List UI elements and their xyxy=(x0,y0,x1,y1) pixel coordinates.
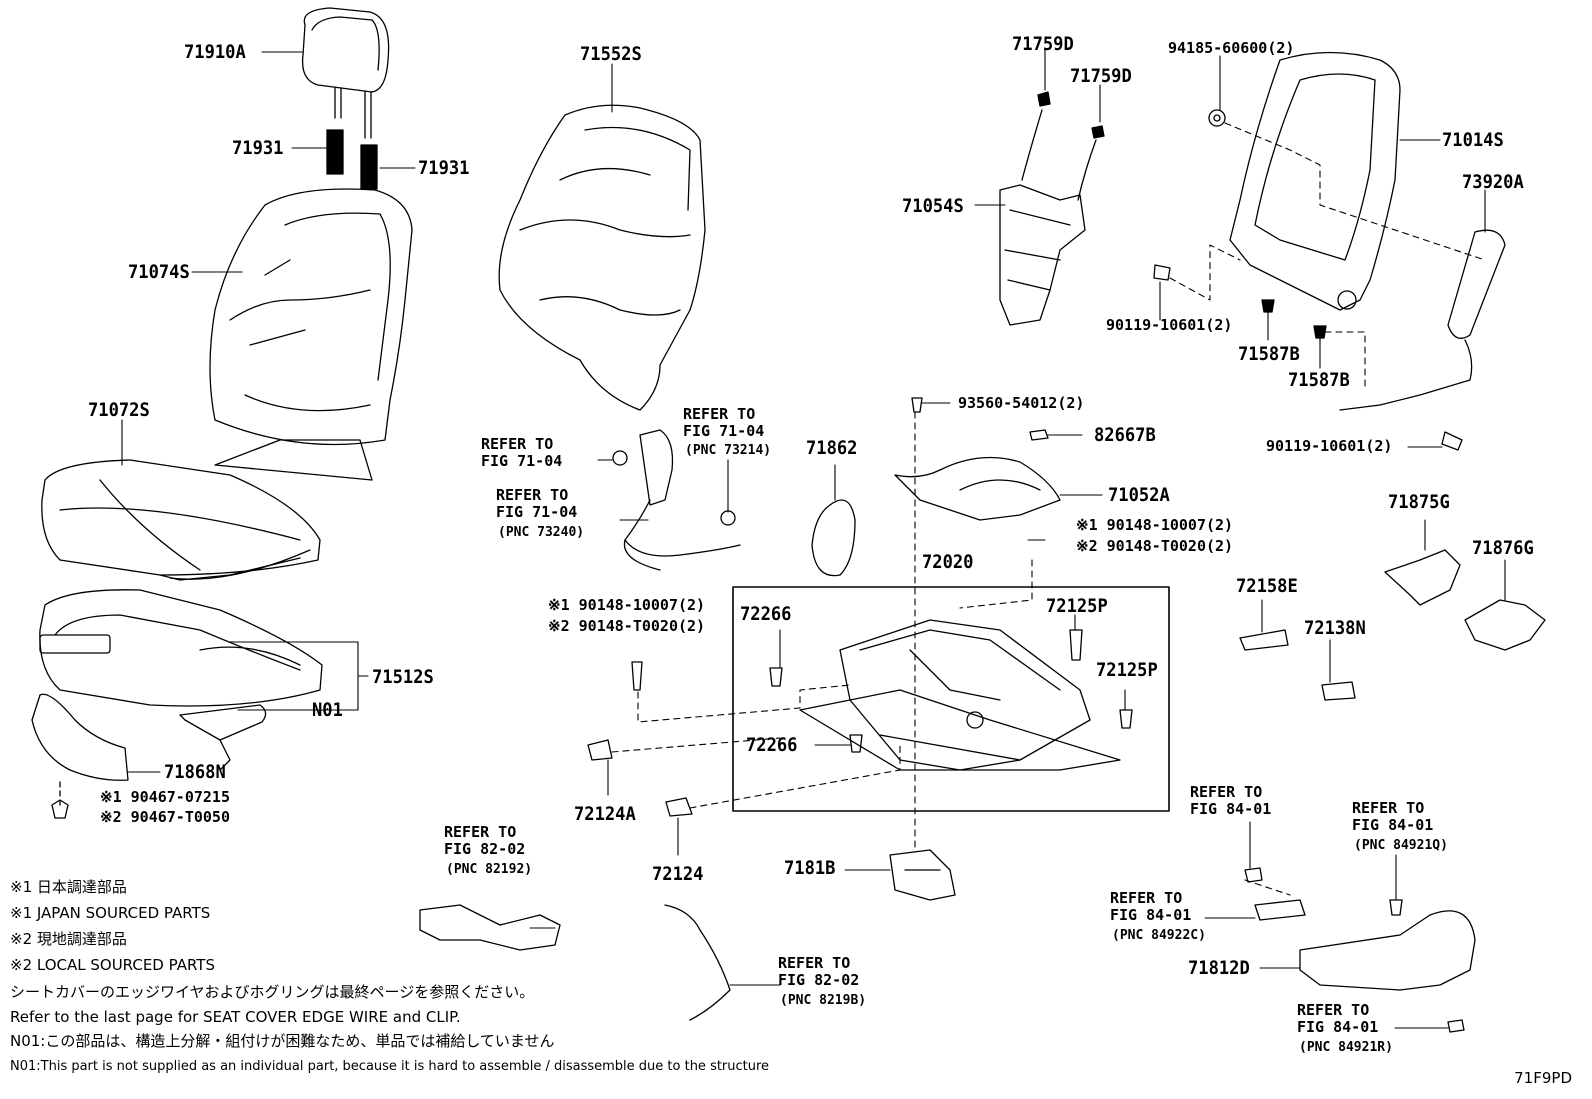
cushion-pad-drawing xyxy=(40,590,322,770)
part-label-90148-T0020-left: ※2 90148-T0020(2) xyxy=(548,617,706,635)
part-label-82667B: 82667B xyxy=(1094,424,1156,446)
note-seat-cover-en: Refer to the last page for SEAT COVER ED… xyxy=(10,1008,461,1026)
part-label-71910A: 71910A xyxy=(184,41,246,63)
side-airbag-drawing xyxy=(1340,230,1505,450)
part-label-72138N: 72138N xyxy=(1304,617,1366,639)
part-label-90119-10601-upper: 90119-10601(2) xyxy=(1106,316,1233,334)
refer-fig-71-04-a: REFER TO FIG 71-04 xyxy=(481,435,563,470)
side-cover-drawing xyxy=(1245,868,1475,1032)
refer-fig-84-01-d: REFER TO FIG 84-01 xyxy=(1297,1001,1379,1036)
part-label-71552S: 71552S xyxy=(580,43,642,65)
seat-adjuster-box xyxy=(733,587,1169,811)
refer-fig-71-04-b: REFER TO FIG 71-04 xyxy=(683,405,765,440)
part-label-71931-right: 71931 xyxy=(418,157,470,179)
part-label-71876G: 71876G xyxy=(1472,537,1534,559)
part-label-71054S: 71054S xyxy=(902,195,964,217)
assembly-dashed-lines xyxy=(612,123,1485,895)
note-n01-en: N01:This part is not supplied as an indi… xyxy=(10,1059,770,1074)
part-label-93560-54012: 93560-54012(2) xyxy=(958,394,1085,412)
part-label-72266-lower: 72266 xyxy=(746,734,798,756)
wire-harness-drawing xyxy=(895,430,1060,520)
part-label-7181B: 7181B xyxy=(784,857,836,879)
part-label-72124: 72124 xyxy=(652,863,704,885)
part-label-72266-upper: 72266 xyxy=(740,603,792,625)
part-label-71587B-lower: 71587B xyxy=(1288,369,1350,391)
part-label-71512S: 71512S xyxy=(372,666,434,688)
front-trim-drawing xyxy=(32,694,128,818)
note-japan-sourced-jp: ※1 日本調達部品 xyxy=(10,878,127,896)
lower-harness-drawing xyxy=(420,905,730,1020)
small-covers-drawing xyxy=(1240,630,1355,700)
refer-pnc-84921R: (PNC 84921R) xyxy=(1299,1040,1393,1055)
part-label-71759D-right: 71759D xyxy=(1070,65,1132,87)
part-label-N01: N01 xyxy=(312,699,343,721)
part-label-71587B-upper: 71587B xyxy=(1238,343,1300,365)
bracket-drawing xyxy=(588,662,692,816)
part-label-90467-T0050: ※2 90467-T0050 xyxy=(100,808,230,826)
part-label-72020: 72020 xyxy=(922,551,974,573)
part-label-90148-T0020-right: ※2 90148-T0020(2) xyxy=(1076,537,1234,555)
part-label-90467-07215: ※1 90467-07215 xyxy=(100,788,230,806)
refer-fig-84-01-b: REFER TO FIG 84-01 xyxy=(1352,799,1434,834)
seatback-pad-drawing xyxy=(499,105,705,410)
note-local-sourced-jp: ※2 現地調達部品 xyxy=(10,930,127,948)
refer-pnc-84921Q: (PNC 84921Q) xyxy=(1354,838,1448,853)
part-label-71759D-left: 71759D xyxy=(1012,33,1074,55)
part-label-71014S: 71014S xyxy=(1442,129,1504,151)
refer-fig-84-01-c: REFER TO FIG 84-01 xyxy=(1110,889,1192,924)
part-label-73920A: 73920A xyxy=(1462,171,1524,193)
part-label-71074S: 71074S xyxy=(128,261,190,283)
part-label-72124A: 72124A xyxy=(574,803,636,825)
part-label-72125P-upper: 72125P xyxy=(1046,595,1108,617)
side-shields-drawing xyxy=(1385,550,1545,650)
part-label-90148-10007-left: ※1 90148-10007(2) xyxy=(548,596,706,614)
part-label-71072S: 71072S xyxy=(88,399,150,421)
part-label-71868N: 71868N xyxy=(164,761,226,783)
cushion-cover-drawing xyxy=(42,460,320,580)
part-label-72125P-lower: 72125P xyxy=(1096,659,1158,681)
bracket-7181b-drawing xyxy=(890,850,955,900)
refer-pnc-73240: (PNC 73240) xyxy=(498,525,585,540)
part-label-71862: 71862 xyxy=(806,437,858,459)
seat-adjuster-drawing xyxy=(770,620,1132,770)
lumbar-support-drawing xyxy=(1000,92,1104,325)
note-local-sourced-en: ※2 LOCAL SOURCED PARTS xyxy=(10,956,215,974)
part-label-71812D: 71812D xyxy=(1188,957,1250,979)
refer-pnc-82192: (PNC 82192) xyxy=(446,862,533,877)
part-label-90148-10007-right: ※1 90148-10007(2) xyxy=(1076,516,1234,534)
cover-71862-drawing xyxy=(812,500,855,576)
buckle-harness-drawing xyxy=(613,430,740,570)
refer-pnc-84922C: (PNC 84922C) xyxy=(1112,928,1206,943)
figure-id: 71F9PD xyxy=(1514,1069,1572,1087)
refer-fig-71-04-c: REFER TO FIG 71-04 xyxy=(496,486,578,521)
part-label-71931-left: 71931 xyxy=(232,137,284,159)
headrest-drawing xyxy=(303,8,389,189)
refer-pnc-8219B: (PNC 8219B) xyxy=(780,993,867,1008)
note-seat-cover-jp: シートカバーのエッジワイヤおよびホグリングは最終ページを参照ください。 xyxy=(10,983,535,1001)
fasteners-drawing xyxy=(912,265,1326,412)
part-label-71875G: 71875G xyxy=(1388,491,1450,513)
seatback-frame-drawing xyxy=(1209,53,1400,311)
part-label-90119-10601-lower: 90119-10601(2) xyxy=(1266,437,1393,455)
part-label-72158E: 72158E xyxy=(1236,575,1298,597)
leader-lines xyxy=(122,50,1505,1028)
refer-fig-82-02-a: REFER TO FIG 82-02 xyxy=(444,823,526,858)
note-japan-sourced-en: ※1 JAPAN SOURCED PARTS xyxy=(10,904,211,922)
refer-fig-84-01-a: REFER TO FIG 84-01 xyxy=(1190,783,1272,818)
note-n01-jp: N01:この部品は、構造上分解・組付けが困難なため、単品では補給していません xyxy=(10,1032,555,1050)
part-label-94185-60600: 94185-60600(2) xyxy=(1168,39,1295,57)
part-label-71052A: 71052A xyxy=(1108,484,1170,506)
refer-pnc-73214: (PNC 73214) xyxy=(685,443,772,458)
refer-fig-82-02-b: REFER TO FIG 82-02 xyxy=(778,954,860,989)
seatback-cover-drawing xyxy=(210,189,412,480)
